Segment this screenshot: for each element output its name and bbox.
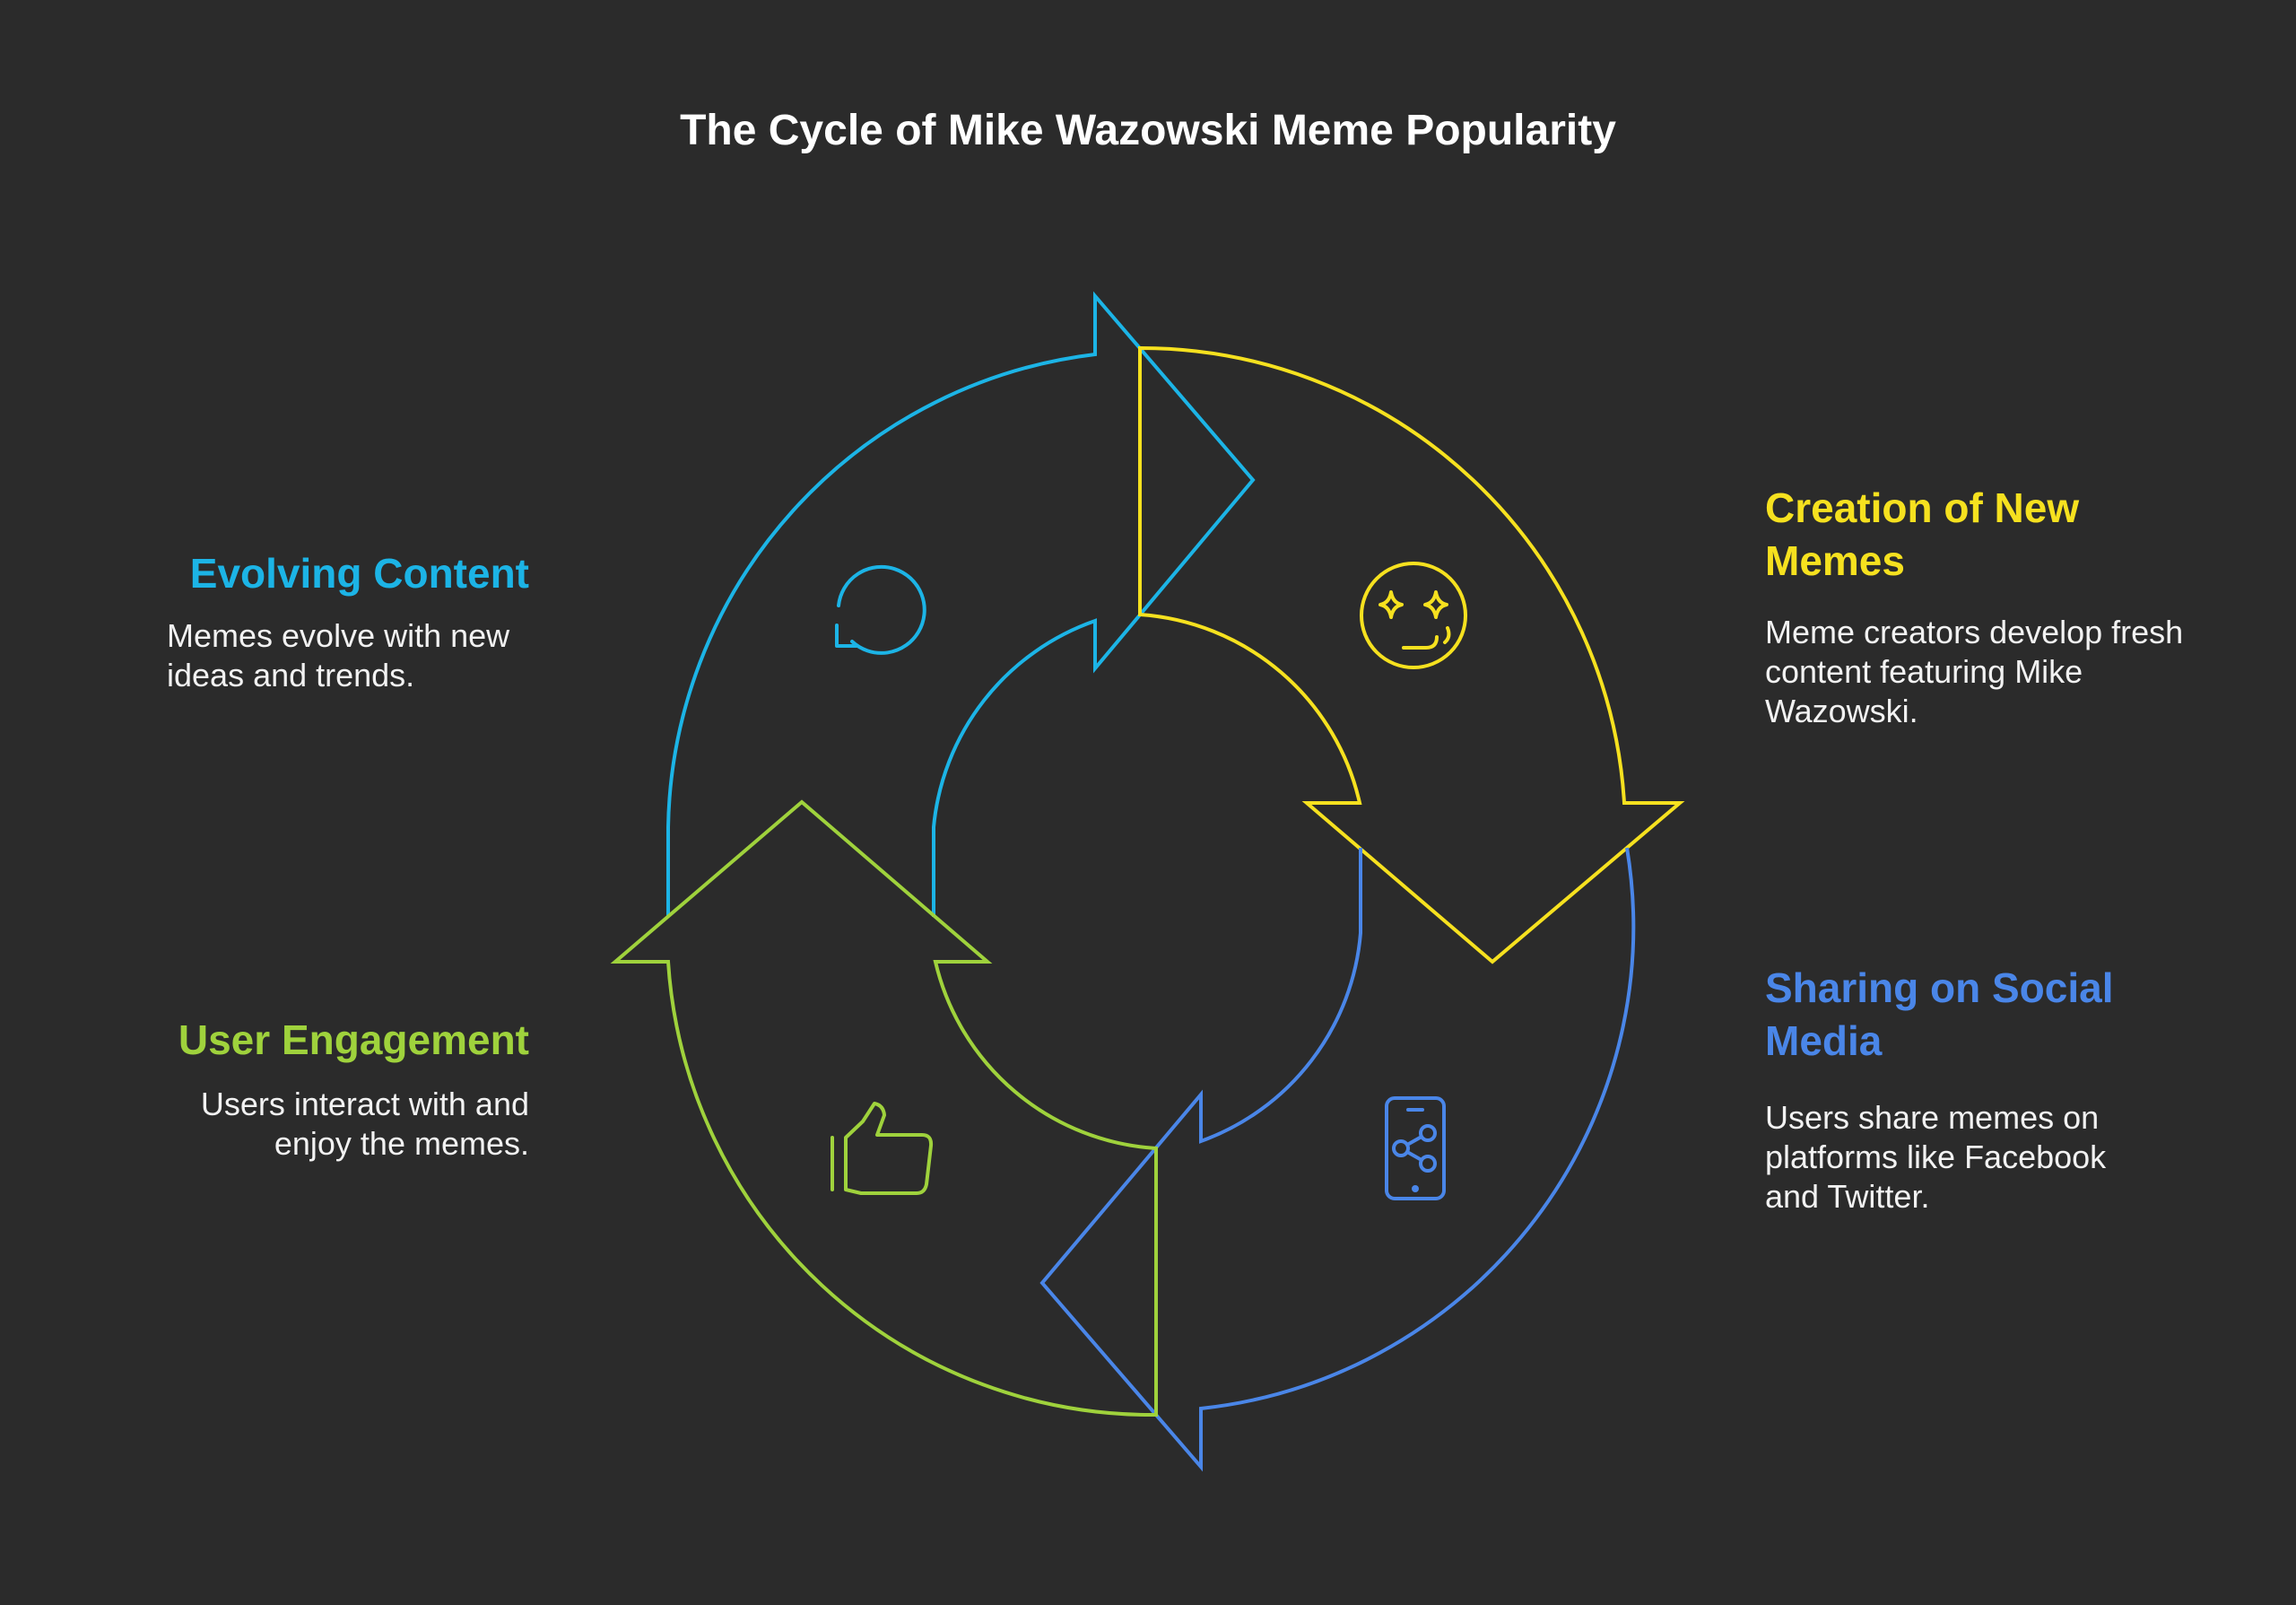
- stage-heading: Creation of New Memes: [1765, 484, 2080, 584]
- stage-description: Users interact with and enjoy the memes.: [200, 1086, 529, 1162]
- stage-sharing: Sharing on Social Media Users share meme…: [1765, 962, 2142, 1217]
- stage-description: Memes evolve with new ideas and trends.: [167, 617, 510, 693]
- stage-description: Meme creators develop fresh content feat…: [1765, 614, 2184, 729]
- stage-evolving: Evolving Content Memes evolve with new i…: [135, 547, 529, 695]
- refresh-icon: [835, 564, 926, 655]
- stage-description: Users share memes on platforms like Face…: [1765, 1099, 2107, 1215]
- diagram-title: The Cycle of Mike Wazowski Meme Populari…: [680, 107, 1616, 154]
- thumbs-up-icon: [831, 1102, 934, 1195]
- stage-engagement: User Engagement Users interact with and …: [135, 1014, 529, 1164]
- stage-heading: Evolving Content: [189, 550, 529, 597]
- arrow-evolving: [666, 291, 1256, 917]
- stage-creation: Creation of New Memes Meme creators deve…: [1765, 482, 2183, 731]
- phone-share-icon: [1385, 1096, 1446, 1200]
- arrow-engagement: [610, 799, 1158, 1417]
- stage-heading: User Engagement: [178, 1016, 529, 1063]
- stage-heading: Sharing on Social Media: [1765, 964, 2114, 1064]
- arrow-sharing: [1039, 847, 1636, 1472]
- arrow-creation: [1138, 345, 1685, 964]
- sparkle-face-icon: [1360, 562, 1467, 669]
